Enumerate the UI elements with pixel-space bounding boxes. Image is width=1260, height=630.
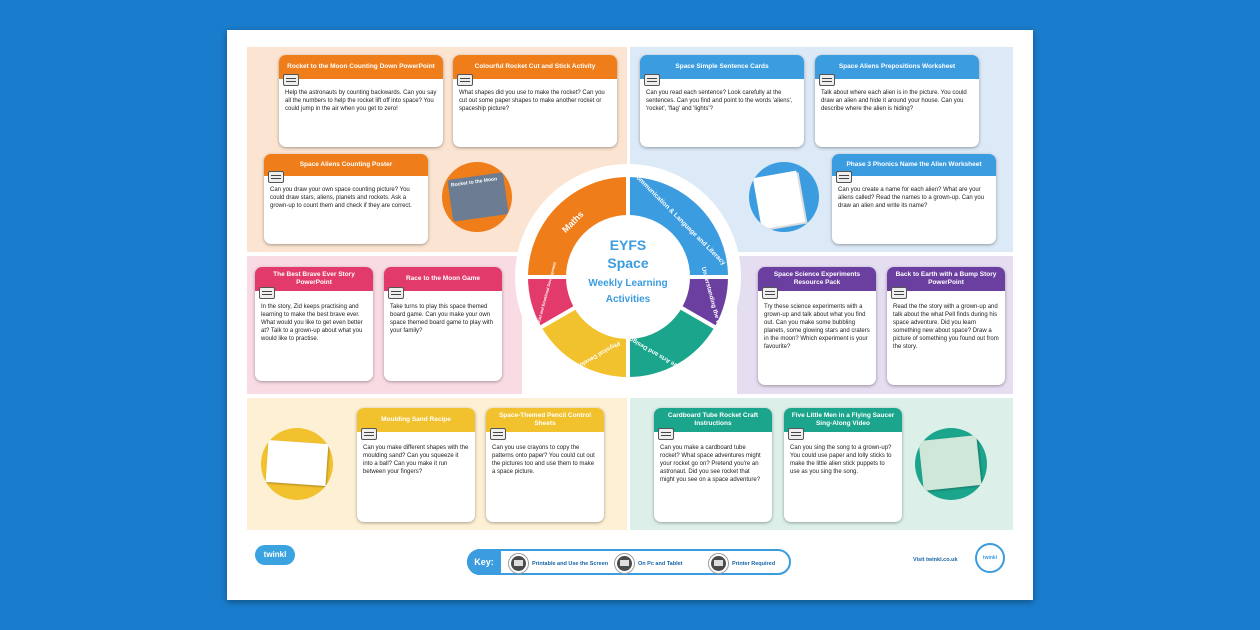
printable-icon (644, 74, 660, 86)
card-text: Can you draw your own space counting pic… (270, 187, 412, 209)
printable-icon (388, 287, 404, 299)
key-item-printable: Printable and Use the Screen (509, 554, 608, 573)
card-text: Can you use crayons to copy the patterns… (492, 445, 595, 475)
activity-card[interactable]: Back to Earth with a Bump Story PowerPoi… (887, 267, 1005, 385)
card-text: Can you make different shapes with the m… (363, 445, 469, 475)
card-text: Take turns to play this space themed boa… (390, 304, 494, 334)
thumbnail-image (752, 170, 806, 230)
wheel-title-line3: Weekly Learning (588, 278, 667, 289)
key-item-printer: Printer Required (709, 554, 775, 573)
card-text: Read the the story with a grown-up and t… (893, 304, 999, 350)
twinkl-logo: twinkl (255, 545, 295, 565)
wheel-title-line2: Space (607, 255, 648, 271)
card-text: What shapes did you use to make the rock… (459, 90, 605, 112)
icon-key: Key: Printable and Use the Screen On Pc … (467, 549, 791, 575)
card-title: Phase 3 Phonics Name the Alien Worksheet (832, 154, 996, 176)
key-item-label: On Pc and Tablet (638, 560, 683, 567)
printable-icon (509, 554, 528, 573)
card-title: Space Science Experiments Resource Pack (758, 267, 876, 291)
activity-card[interactable]: Space Simple Sentence Cards Can you read… (640, 55, 804, 147)
activity-card[interactable]: Rocket to the Moon Counting Down PowerPo… (279, 55, 443, 147)
key-item-label: Printable and Use the Screen (532, 560, 609, 567)
badge-text: twinkl (982, 555, 998, 561)
resource-thumbnail (915, 428, 987, 500)
printable-icon (283, 74, 299, 86)
key-item-screen: On Pc and Tablet (615, 554, 683, 573)
card-text: Try these science experiments with a gro… (764, 304, 870, 350)
printer-icon (709, 554, 728, 573)
activity-card[interactable]: Moulding Sand Recipe Can you make differ… (357, 408, 475, 522)
wheel-title-line1: EYFS (610, 237, 647, 253)
card-text: Help the astronauts by counting backward… (285, 90, 437, 112)
printable-icon (788, 428, 804, 440)
activity-card[interactable]: Cardboard Tube Rocket Craft Instructions… (654, 408, 772, 522)
card-text: In the story, Zid keeps practising and l… (261, 304, 363, 342)
activity-card[interactable]: Race to the Moon Game Take turns to play… (384, 267, 502, 381)
card-text: Can you sing the song to a grown-up? You… (790, 445, 892, 475)
wheel-centre (566, 215, 690, 339)
resource-thumbnail (261, 428, 333, 500)
printable-icon (268, 171, 284, 183)
subject-wheel: Maths Communication & Language and Liter… (515, 164, 741, 390)
card-title: Rocket to the Moon Counting Down PowerPo… (279, 55, 443, 79)
printable-icon (762, 287, 778, 299)
printable-icon (457, 74, 473, 86)
twinkl-badge: twinkl (975, 543, 1005, 573)
thumbnail-image: Rocket to the Moon (447, 172, 509, 222)
thumbnail-image (265, 439, 329, 487)
printable-icon (490, 428, 506, 440)
printable-icon (836, 171, 852, 183)
printable-icon (259, 287, 275, 299)
activity-sheet: Maths Communication & Language and Liter… (227, 30, 1033, 600)
card-title: Space Aliens Counting Poster (264, 154, 428, 176)
activity-card[interactable]: Colourful Rocket Cut and Stick Activity … (453, 55, 617, 147)
activity-card[interactable]: Space Aliens Prepositions Worksheet Talk… (815, 55, 979, 147)
activity-card[interactable]: Five Little Men in a Flying Saucer Sing-… (784, 408, 902, 522)
printable-icon (361, 428, 377, 440)
thumbnail-image (918, 435, 982, 491)
card-text: Can you create a name for each alien? Wh… (838, 187, 985, 209)
printable-icon (658, 428, 674, 440)
key-label: Key: (467, 549, 501, 575)
card-title: Race to the Moon Game (384, 267, 502, 291)
activity-card[interactable]: Phase 3 Phonics Name the Alien Worksheet… (832, 154, 996, 244)
resource-thumbnail: Rocket to the Moon (442, 162, 512, 232)
card-text: Can you read each sentence? Look careful… (646, 90, 793, 112)
card-title: Space Aliens Prepositions Worksheet (815, 55, 979, 79)
card-text: Can you make a cardboard tube rocket? Wh… (660, 445, 761, 483)
activity-card[interactable]: Space-Themed Pencil Control Sheets Can y… (486, 408, 604, 522)
activity-card[interactable]: Space Science Experiments Resource Pack … (758, 267, 876, 385)
thumbnail-caption: Rocket to the Moon (450, 176, 498, 189)
key-item-label: Printer Required (732, 560, 776, 567)
activity-card[interactable]: Space Aliens Counting Poster Can you dra… (264, 154, 428, 244)
card-title: Colourful Rocket Cut and Stick Activity (453, 55, 617, 79)
visit-link[interactable]: Visit twinkl.co.uk (913, 557, 958, 563)
printable-icon (819, 74, 835, 86)
resource-thumbnail (749, 162, 819, 232)
wheel-title-line4: Activities (606, 294, 651, 305)
printable-icon (891, 287, 907, 299)
activity-card[interactable]: The Best Brave Ever Story PowerPoint In … (255, 267, 373, 381)
screen-icon (615, 554, 634, 573)
card-title: Space Simple Sentence Cards (640, 55, 804, 79)
card-text: Talk about where each alien is in the pi… (821, 90, 967, 112)
